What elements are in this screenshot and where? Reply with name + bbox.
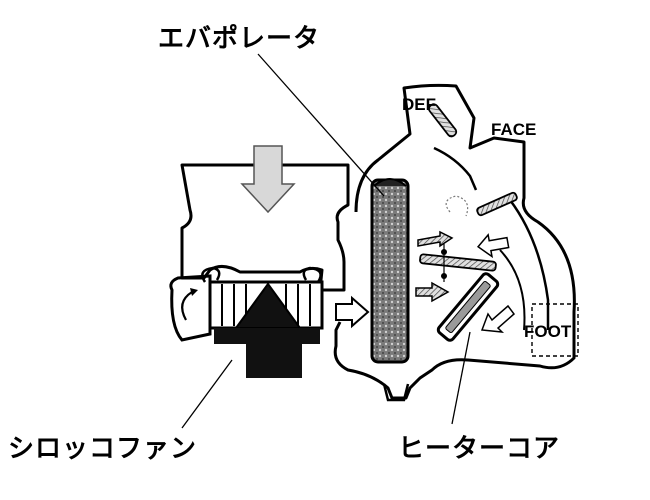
damper-swing-arc <box>445 195 469 217</box>
face-outlet-label: FACE <box>491 120 537 139</box>
bypass-arrows <box>415 230 454 303</box>
intake-arrow <box>240 145 296 214</box>
leader-heater <box>451 331 471 425</box>
hvac-case <box>333 83 576 400</box>
foot-dashed-box <box>531 303 579 357</box>
fan-scroll-left <box>169 274 212 342</box>
foot-outlet-label: FOOT <box>524 322 572 341</box>
face-duct-wall <box>508 199 550 330</box>
evaporator-core <box>370 178 410 364</box>
fan-motor <box>246 344 302 378</box>
fan-swirl-arrow <box>181 291 193 321</box>
heater-core-label: ヒーターコア <box>398 434 561 464</box>
def-face-divider <box>433 146 478 191</box>
airflow-arrow-evap <box>335 295 370 329</box>
face-damper <box>476 191 518 217</box>
warm-air-arrow-upper <box>476 233 510 259</box>
def-damper <box>428 103 458 138</box>
fan-base-plate <box>214 328 320 344</box>
leader-fan <box>181 359 233 429</box>
warm-air-arrow-lower <box>480 304 516 333</box>
sirocco-fan-label: シロッコファン <box>8 434 198 464</box>
airmix-damper <box>419 253 497 272</box>
heater-chamber-wall <box>499 249 526 331</box>
leader-evaporator <box>257 53 385 197</box>
evaporator-label: エバポレータ <box>158 24 321 54</box>
inlet-curl-right <box>302 266 322 283</box>
drain-outlet <box>382 383 410 402</box>
def-outlet-label: DEF <box>402 95 436 114</box>
evaporator-cap <box>373 178 407 187</box>
